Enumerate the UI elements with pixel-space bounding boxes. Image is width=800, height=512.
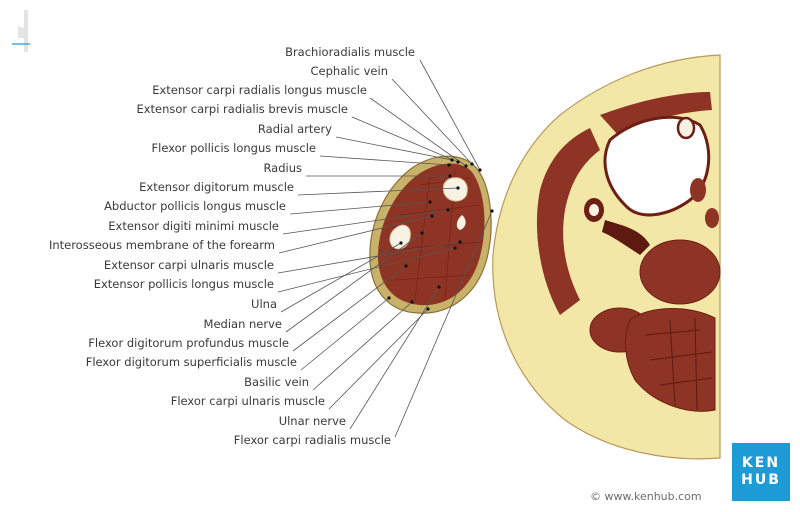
pin-median-nerve — [420, 231, 424, 235]
leader-fds — [300, 297, 390, 371]
label-radial-artery: Radial artery — [258, 122, 332, 136]
pin-fcu — [426, 307, 430, 311]
label-ecu: Extensor carpi ulnaris muscle — [104, 258, 274, 272]
label-fcr: Flexor carpi radialis muscle — [234, 433, 391, 447]
leader-ecrb — [351, 116, 459, 163]
leader-fpl — [319, 155, 450, 166]
leader-ecu — [277, 241, 461, 274]
pin-interosseous — [430, 214, 434, 218]
label-ed: Extensor digitorum muscle — [139, 180, 294, 194]
pin-ecu — [458, 240, 462, 244]
leader-radial-artery — [335, 136, 453, 161]
leader-epl — [277, 247, 456, 293]
label-ecrl: Extensor carpi radialis longus muscle — [152, 83, 367, 97]
leader-median-nerve — [285, 232, 423, 333]
leader-ulnar-nerve — [349, 286, 440, 430]
pin-radial-artery — [450, 158, 454, 162]
pin-edm — [446, 208, 450, 212]
label-ulnar-nerve: Ulnar nerve — [279, 414, 346, 428]
pin-apl — [428, 200, 432, 204]
leader-brachioradialis — [419, 59, 481, 171]
pin-brachioradialis — [478, 168, 482, 172]
pin-basilic-vein — [410, 300, 414, 304]
leader-basilic-vein — [312, 301, 413, 391]
leader-fdp — [292, 265, 407, 352]
leader-edm — [282, 209, 449, 235]
label-ulna: Ulna — [251, 297, 277, 311]
label-fcu: Flexor carpi ulnaris muscle — [171, 394, 325, 408]
labels: Brachioradialis muscle Cephalic vein Ext… — [49, 45, 415, 447]
pin-cephalic-vein — [470, 162, 474, 166]
label-median-nerve: Median nerve — [204, 317, 282, 331]
pin-ulna — [399, 241, 403, 245]
logo-line-2: HUB — [741, 472, 781, 488]
label-radius: Radius — [263, 161, 302, 175]
pin-fpl — [447, 163, 451, 167]
pin-radius — [448, 174, 452, 178]
body-orientation-icon — [12, 10, 30, 52]
leader-lines — [277, 59, 494, 438]
pin-fds — [387, 296, 391, 300]
pin-ecrl — [464, 164, 468, 168]
leader-cephalic-vein — [391, 78, 473, 165]
pin-fcr — [490, 209, 494, 213]
leader-fcu — [328, 308, 429, 410]
leader-apl — [289, 201, 431, 215]
leader-interosseous — [278, 215, 433, 254]
label-epl: Extensor pollicis longus muscle — [94, 277, 274, 291]
pin-epl — [453, 246, 457, 250]
pin-ulnar-nerve — [437, 285, 441, 289]
copyright-text: © www.kenhub.com — [590, 490, 702, 503]
leader-ulna — [280, 242, 402, 313]
label-apl: Abductor pollicis longus muscle — [104, 199, 286, 213]
label-basilic-vein: Basilic vein — [244, 375, 309, 389]
forearm-cross-section — [369, 155, 492, 314]
logo-line-1: KEN — [741, 455, 781, 471]
label-edm: Extensor digiti minimi muscle — [108, 219, 279, 233]
label-brachioradialis: Brachioradialis muscle — [285, 45, 415, 59]
pin-fdp — [404, 264, 408, 268]
leader-ecrl — [369, 97, 467, 167]
label-ecrb: Extensor carpi radialis brevis muscle — [136, 102, 348, 116]
torso-cross-section — [492, 54, 721, 460]
label-cephalic-vein: Cephalic vein — [311, 64, 388, 78]
kenhub-logo: KEN HUB — [732, 443, 790, 501]
leader-fcr — [394, 210, 493, 438]
label-interosseous: Interosseous membrane of the forearm — [49, 238, 275, 252]
leader-ed — [297, 187, 459, 196]
label-fds: Flexor digitorum superficialis muscle — [86, 355, 297, 369]
label-fpl: Flexor pollicis longus muscle — [152, 141, 316, 155]
label-fdp: Flexor digitorum profundus muscle — [88, 336, 289, 350]
pin-ecrb — [456, 160, 460, 164]
pin-ed — [456, 186, 460, 190]
